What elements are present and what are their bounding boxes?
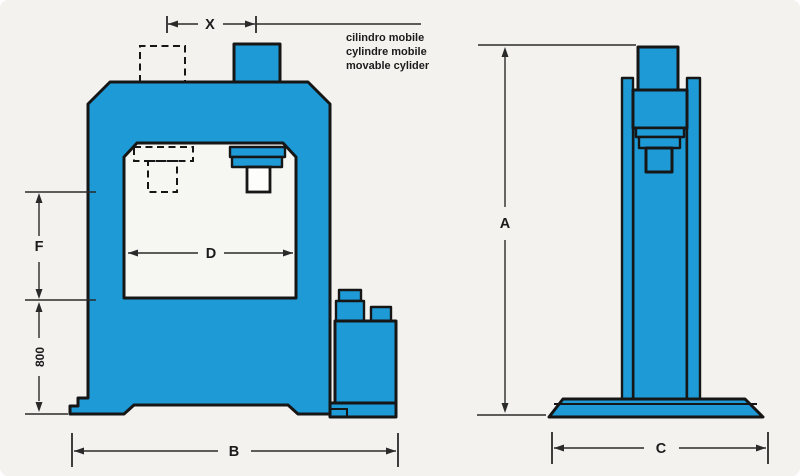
movable-cylinder-top <box>232 42 282 84</box>
side-head-block <box>631 88 689 130</box>
dim-b-label: B <box>229 444 239 460</box>
arrowhead-left <box>74 447 84 455</box>
power-unit-motor <box>334 299 366 323</box>
arrowhead-down <box>35 289 43 299</box>
dimension-a: A <box>477 44 636 416</box>
dim-x-label: X <box>205 17 215 33</box>
cylinder-annotation: cilindro mobile cylindre mobile movable … <box>346 32 430 72</box>
side-cylinder <box>636 45 680 94</box>
dimension-b: B <box>71 433 399 467</box>
dim-d-label: D <box>206 246 216 262</box>
dimension-c: C <box>551 432 769 464</box>
dim-f-label: F <box>35 239 44 255</box>
side-view <box>547 45 765 419</box>
arrowhead-up <box>501 47 509 57</box>
annotation-line-3: movable cylider <box>346 60 430 72</box>
dimension-x: X <box>166 16 421 33</box>
arrowhead-left <box>554 444 564 452</box>
press-ram <box>245 165 272 194</box>
cylinder-phantom-outline <box>139 45 186 82</box>
dimension-800: 800 <box>25 302 68 415</box>
motor-cap <box>337 288 363 303</box>
dim-800-label: 800 <box>33 347 47 367</box>
dimension-f: F <box>25 191 96 301</box>
side-base <box>547 397 765 419</box>
side-head-step <box>637 135 682 150</box>
arrowhead-down <box>35 402 43 412</box>
annotation-line-1: cilindro mobile <box>346 32 424 44</box>
cylinder-mount-plate <box>228 145 287 159</box>
arrowhead-left <box>168 20 178 28</box>
front-view <box>68 42 332 416</box>
dim-a-label: A <box>500 216 511 232</box>
phantom-ram-dashed <box>147 160 178 193</box>
dim-c-label: C <box>656 441 667 457</box>
cylinder-step-block <box>230 155 284 169</box>
side-head-band <box>634 126 686 139</box>
arrowhead-up <box>35 193 43 203</box>
dimension-d: D <box>128 246 293 262</box>
side-plate-left <box>620 76 635 401</box>
arrowhead-right <box>283 249 293 257</box>
arrowhead-left <box>128 249 138 257</box>
arrowhead-right <box>756 444 766 452</box>
side-ram <box>644 146 674 174</box>
annotation-line-2: cylindre mobile <box>346 46 427 58</box>
power-unit-base-step-line <box>330 408 348 417</box>
arrowhead-right <box>386 447 396 455</box>
arrowhead-right <box>245 20 255 28</box>
power-unit <box>328 288 398 419</box>
arrowhead-down <box>501 403 509 413</box>
arrowhead-up <box>35 302 43 312</box>
side-plate-right <box>685 76 702 401</box>
power-unit-tank <box>333 319 398 405</box>
phantom-plate-dashed <box>133 146 194 162</box>
